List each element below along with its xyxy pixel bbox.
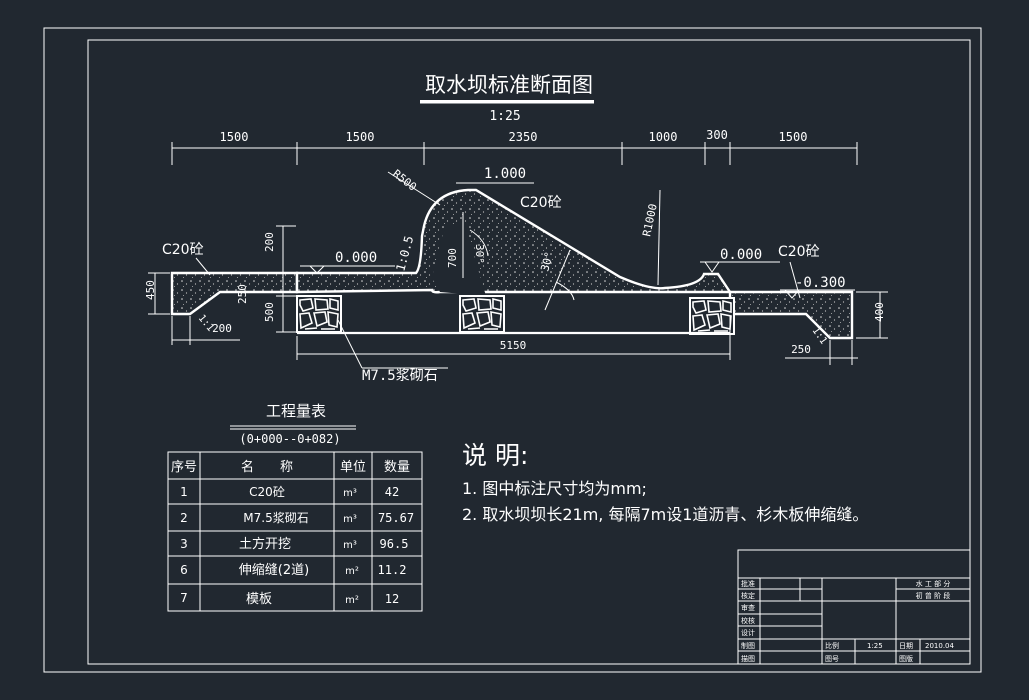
label-dim-250: 250 — [236, 284, 249, 304]
inner-border — [87, 39, 971, 665]
quantity-table-title: 工程量表 — [266, 402, 326, 420]
row4-qty: 11.2 — [378, 563, 407, 577]
top-dim-3: 2350 — [509, 130, 538, 144]
tb-scale-value: 1:25 — [867, 642, 883, 650]
row3-qty: 96.5 — [380, 537, 409, 551]
row2-unit: m³ — [343, 514, 357, 525]
row3-name: 土方开挖 — [239, 536, 291, 552]
row1-name: C20砼 — [249, 485, 285, 499]
tb-drawing-no-label: 图号 — [825, 655, 839, 663]
row4-no: 6 — [180, 563, 188, 577]
quantity-table: 工程量表 (0+000--0+082) 序号 名 称 单位 数量 1 C20砼 … — [167, 402, 423, 612]
main-dam-body — [295, 188, 733, 294]
top-dim-5: 300 — [706, 128, 728, 142]
quantity-table-range: (0+000--0+082) — [239, 432, 340, 446]
row1-no: 1 — [180, 485, 188, 499]
row5-unit: m² — [345, 595, 359, 606]
row2-no: 2 — [180, 511, 188, 525]
tb-label-3: 审查 — [741, 603, 755, 612]
drawing-scale: 1:25 — [489, 109, 520, 124]
row3-no: 3 — [180, 537, 188, 551]
row5-no: 7 — [180, 591, 188, 605]
notes-heading: 说 明: — [462, 441, 528, 470]
label-elev-far-right: -0.300 — [795, 275, 846, 291]
top-dim-4: 1000 — [649, 130, 678, 144]
tb-label-1: 批准 — [741, 579, 755, 588]
label-dim-700: 700 — [446, 248, 459, 268]
label-elev-left: 0.000 — [335, 250, 377, 266]
tb-date-value: 2010.04 — [925, 642, 954, 650]
header-name: 名 称 — [241, 459, 293, 475]
label-slope-upstream: 1:0.5 — [393, 234, 416, 273]
label-c20-right: C20砼 — [778, 244, 820, 260]
row1-qty: 42 — [385, 485, 399, 499]
label-dim-450: 450 — [144, 280, 157, 300]
label-dim-500: 500 — [263, 302, 276, 322]
tb-org-line1: 水 工 部 分 — [916, 579, 951, 588]
dam-section — [170, 188, 854, 340]
top-dim-2: 1500 — [346, 130, 375, 144]
label-c20-left: C20砼 — [162, 242, 204, 258]
top-dimension-chain: 1500 1500 2350 1000 300 1500 — [171, 128, 858, 165]
right-apron — [728, 290, 854, 340]
title-underline — [420, 100, 594, 104]
label-masonry: M7.5浆砌石 — [362, 368, 438, 384]
top-dim-6: 1500 — [779, 130, 808, 144]
label-angle-top: 30° — [473, 244, 486, 264]
row5-qty: 12 — [385, 592, 399, 606]
top-dim-1: 1500 — [220, 130, 249, 144]
header-unit: 单位 — [340, 460, 366, 475]
title-block: 批准 核定 审查 校核 设计 制图 描图 水 工 部 分 初 曾 阶 段 比例 … — [737, 549, 971, 665]
tb-label-5: 设计 — [741, 628, 755, 637]
left-apron — [170, 271, 299, 316]
outer-border — [43, 27, 982, 673]
notes: 说 明: 1. 图中标注尺寸均为mm; 2. 取水坝坝长21m, 每隔7m设1道… — [462, 441, 868, 524]
tb-label-4: 校核 — [741, 616, 755, 625]
label-dim-200-top: 200 — [263, 232, 276, 252]
label-crest-width: 1.000 — [484, 166, 526, 182]
label-angle-bottom: 30° — [538, 250, 556, 273]
drawing-title: 取水坝标准断面图 — [425, 73, 593, 97]
label-r1000: R1000 — [640, 203, 660, 238]
row3-unit: m³ — [343, 540, 357, 551]
masonry-block-mid — [459, 295, 505, 333]
label-dim-250-right: 250 — [791, 343, 811, 356]
note-1: 1. 图中标注尺寸均为mm; — [462, 479, 647, 498]
label-dim-5150: 5150 — [500, 339, 527, 352]
row5-name: 模板 — [246, 592, 272, 607]
tb-scale-label: 比例 — [825, 641, 839, 650]
header-no: 序号 — [171, 460, 197, 475]
label-c20-mid: C20砼 — [520, 195, 562, 211]
section-annotations: C20砼 C20砼 C20砼 R500 R1000 1.000 0.000 0.… — [144, 166, 888, 384]
label-dim-400: 400 — [873, 302, 886, 322]
tb-label-6: 制图 — [741, 641, 755, 650]
row4-unit: m² — [345, 566, 359, 577]
note-2: 2. 取水坝坝长21m, 每隔7m设1道沥青、杉木板伸缩缝。 — [462, 505, 868, 524]
masonry-block-right — [689, 297, 735, 335]
header-qty: 数量 — [384, 460, 410, 475]
tb-label-2: 核定 — [741, 591, 755, 600]
row1-unit: m³ — [343, 488, 357, 499]
tb-org-line2: 初 曾 阶 段 — [916, 591, 951, 600]
row2-name: M7.5浆砌石 — [243, 510, 308, 525]
label-r500: R500 — [390, 167, 419, 194]
label-elev-right: 0.000 — [720, 247, 762, 263]
masonry-block-left — [296, 295, 342, 333]
tb-sheet-label: 图版 — [899, 654, 913, 663]
tb-date-label: 日期 — [899, 642, 913, 650]
label-dim-200-bottom: 200 — [212, 322, 232, 335]
tb-label-7: 描图 — [741, 654, 755, 663]
row4-name: 伸缩缝(2道) — [239, 562, 309, 578]
row2-qty: 75.67 — [378, 511, 414, 525]
